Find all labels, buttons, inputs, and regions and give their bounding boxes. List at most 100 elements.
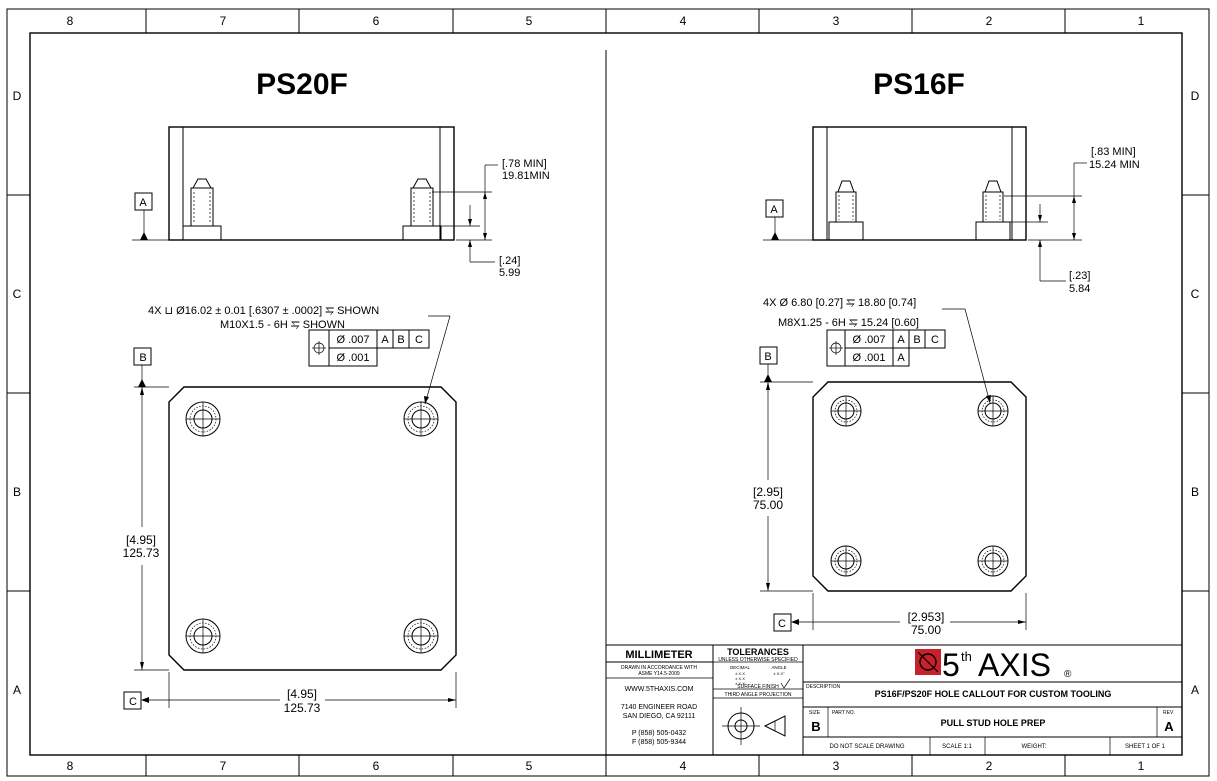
- zone-row-b-left: B: [13, 485, 21, 499]
- ps20f-width-in: [4.95]: [287, 687, 317, 701]
- zone-col-3-top: 3: [833, 14, 840, 28]
- ps20f-dim-small-mm: 5.99: [499, 267, 520, 279]
- 5thaxis-logo: [915, 649, 941, 675]
- ps16f-fcf-datum-a: A: [897, 334, 905, 346]
- part-no-label: PART NO.: [832, 710, 855, 716]
- ps16f-fcf-tol-2: Ø .001: [852, 352, 885, 364]
- ps20f-hole-tl: [185, 401, 221, 437]
- ps20f-title: PS20F: [256, 68, 348, 101]
- ps20f-hole-br: [403, 618, 439, 654]
- zone-col-4-bottom: 4: [680, 759, 687, 773]
- ps16f-datum-a: A: [770, 204, 778, 216]
- ps20f-hole-tr: [403, 401, 439, 437]
- zone-col-8-bottom: 8: [67, 759, 74, 773]
- ps16f-callout-line2: M8X1.25 - 6H ⥧ 15.24 [0.60]: [778, 317, 919, 329]
- zone-col-1-bottom: 1: [1138, 759, 1145, 773]
- ps20f-side-section: [132, 126, 498, 263]
- logo-text-th: th: [961, 649, 972, 664]
- zone-col-5-bottom: 5: [526, 759, 533, 773]
- decimal-label: DECIMAL: [730, 665, 751, 670]
- ps16f-datum-c: C: [778, 618, 786, 630]
- ps20f-top-view: [123, 347, 457, 710]
- ps16f-hole-tl: [830, 395, 862, 427]
- ps16f-top-view: [759, 346, 1027, 632]
- size-value: B: [811, 719, 820, 734]
- ps16f-fcf-datum-b: B: [913, 334, 920, 346]
- ps20f-datum-c: C: [129, 696, 137, 708]
- zone-row-d-right: D: [1191, 89, 1200, 103]
- ps20f-fcf-tol-1: Ø .007: [336, 334, 369, 346]
- zone-row-a-left: A: [13, 683, 21, 697]
- do-not-scale-note: DO NOT SCALE DRAWING: [829, 744, 904, 750]
- ps16f-fcf-tol-1: Ø .007: [852, 334, 885, 346]
- drawn-note-2: ASME Y14.5-2009: [638, 671, 680, 677]
- weight-label: WEIGHT:: [1022, 744, 1047, 750]
- ps16f-dim-min-in: [.83 MIN]: [1091, 146, 1136, 158]
- zone-ticks: [7, 9, 1209, 776]
- rev-label: REV: [1163, 710, 1174, 716]
- website: WWW.5THAXIS.COM: [625, 686, 694, 693]
- ps20f-leader: [424, 315, 451, 405]
- rev-value: A: [1164, 719, 1174, 734]
- ps20f-width-mm: 125.73: [284, 701, 321, 715]
- zone-col-1-top: 1: [1138, 14, 1145, 28]
- ps20f-fcf-datum-a: A: [381, 334, 389, 346]
- angle-value: ± X.X°: [773, 671, 785, 676]
- sheet-number: SHEET 1 OF 1: [1125, 744, 1166, 750]
- ps16f-callout-line1: 4X Ø 6.80 [0.27] ⥧ 18.80 [0.74]: [763, 297, 916, 309]
- ps20f-fcf-datum-c: C: [415, 334, 423, 346]
- decimal-value-2: ± X.X: [735, 676, 745, 681]
- decimal-value-3: ± X.X: [735, 681, 745, 686]
- logo-registered: ®: [1064, 669, 1072, 680]
- description-value: PS16F/PS20F HOLE CALLOUT FOR CUSTOM TOOL…: [875, 689, 1112, 699]
- zone-row-d-left: D: [13, 89, 22, 103]
- zone-col-3-bottom: 3: [833, 759, 840, 773]
- scale-value: SCALE 1:1: [942, 744, 972, 750]
- zone-labels: 8 7 6 5 4 3 2 1 8 7 6 5 4 3 2 1 D C B A …: [13, 14, 1200, 773]
- ps20f-leader-arrow: [424, 396, 429, 404]
- ps20f-fcf-datum-b: B: [397, 334, 404, 346]
- zone-col-8-top: 8: [67, 14, 74, 28]
- ps16f-width-in: [2.953]: [908, 610, 945, 624]
- address-line-1: 7140 ENGINEER ROAD: [621, 704, 697, 711]
- size-label: SIZE: [809, 710, 821, 716]
- zone-col-2-top: 2: [986, 14, 993, 28]
- zone-col-6-top: 6: [373, 14, 380, 28]
- zone-col-7-top: 7: [220, 14, 227, 28]
- zone-row-c-left: C: [13, 287, 22, 301]
- ps20f-height-mm: 125.73: [123, 546, 160, 560]
- ps20f-height-in: [4.95]: [126, 533, 156, 547]
- surface-finish-label: SURFACE FINISH: [737, 684, 779, 690]
- ps16f-feature-control-frame: [826, 329, 946, 367]
- ps20f-datum-b: B: [139, 352, 146, 364]
- ps20f-dim-small-in: [.24]: [499, 255, 520, 267]
- zone-col-5-top: 5: [526, 14, 533, 28]
- projection-label: THIRD ANGLE PROJECTION: [725, 692, 792, 698]
- zone-row-a-right: A: [1191, 683, 1199, 697]
- ps16f-side-section: [763, 126, 1087, 282]
- ps16f-height-in: [2.95]: [753, 485, 783, 499]
- description-label: DESCRIPTION: [806, 684, 841, 690]
- part-no-value: PULL STUD HOLE PREP: [941, 718, 1046, 728]
- ps16f-leader: [964, 308, 991, 404]
- ps20f-fcf-tol-2: Ø .001: [336, 352, 369, 364]
- ps20f-callout-line1: 4X ⊔ Ø16.02 ± 0.01 [.6307 ± .0002] ⥧ SHO…: [148, 305, 379, 317]
- third-angle-projection-icon: [722, 707, 786, 745]
- zone-col-2-bottom: 2: [986, 759, 993, 773]
- ps20f-dim-min-in: [.78 MIN]: [502, 158, 547, 170]
- ps16f-hole-br: [977, 545, 1009, 577]
- ps16f-width-mm: 75.00: [911, 623, 941, 637]
- ps16f-datum-b: B: [764, 351, 771, 363]
- ps16f-fcf-datum-a-2: A: [897, 352, 905, 364]
- ps20f-feature-control-frame: [308, 329, 430, 367]
- ps20f-hole-bl: [185, 618, 221, 654]
- ps16f-view: PS16F: [753, 68, 1140, 637]
- zone-row-b-right: B: [1191, 485, 1199, 499]
- phone: P (858) 505-0432: [632, 730, 686, 737]
- logo-text-5: 5: [942, 647, 960, 683]
- logo-text-axis: AXIS: [978, 647, 1051, 683]
- ps16f-hole-bl: [830, 545, 862, 577]
- address-line-2: SAN DIEGO, CA 92111: [623, 713, 696, 720]
- ps16f-fcf-datum-c: C: [931, 334, 939, 346]
